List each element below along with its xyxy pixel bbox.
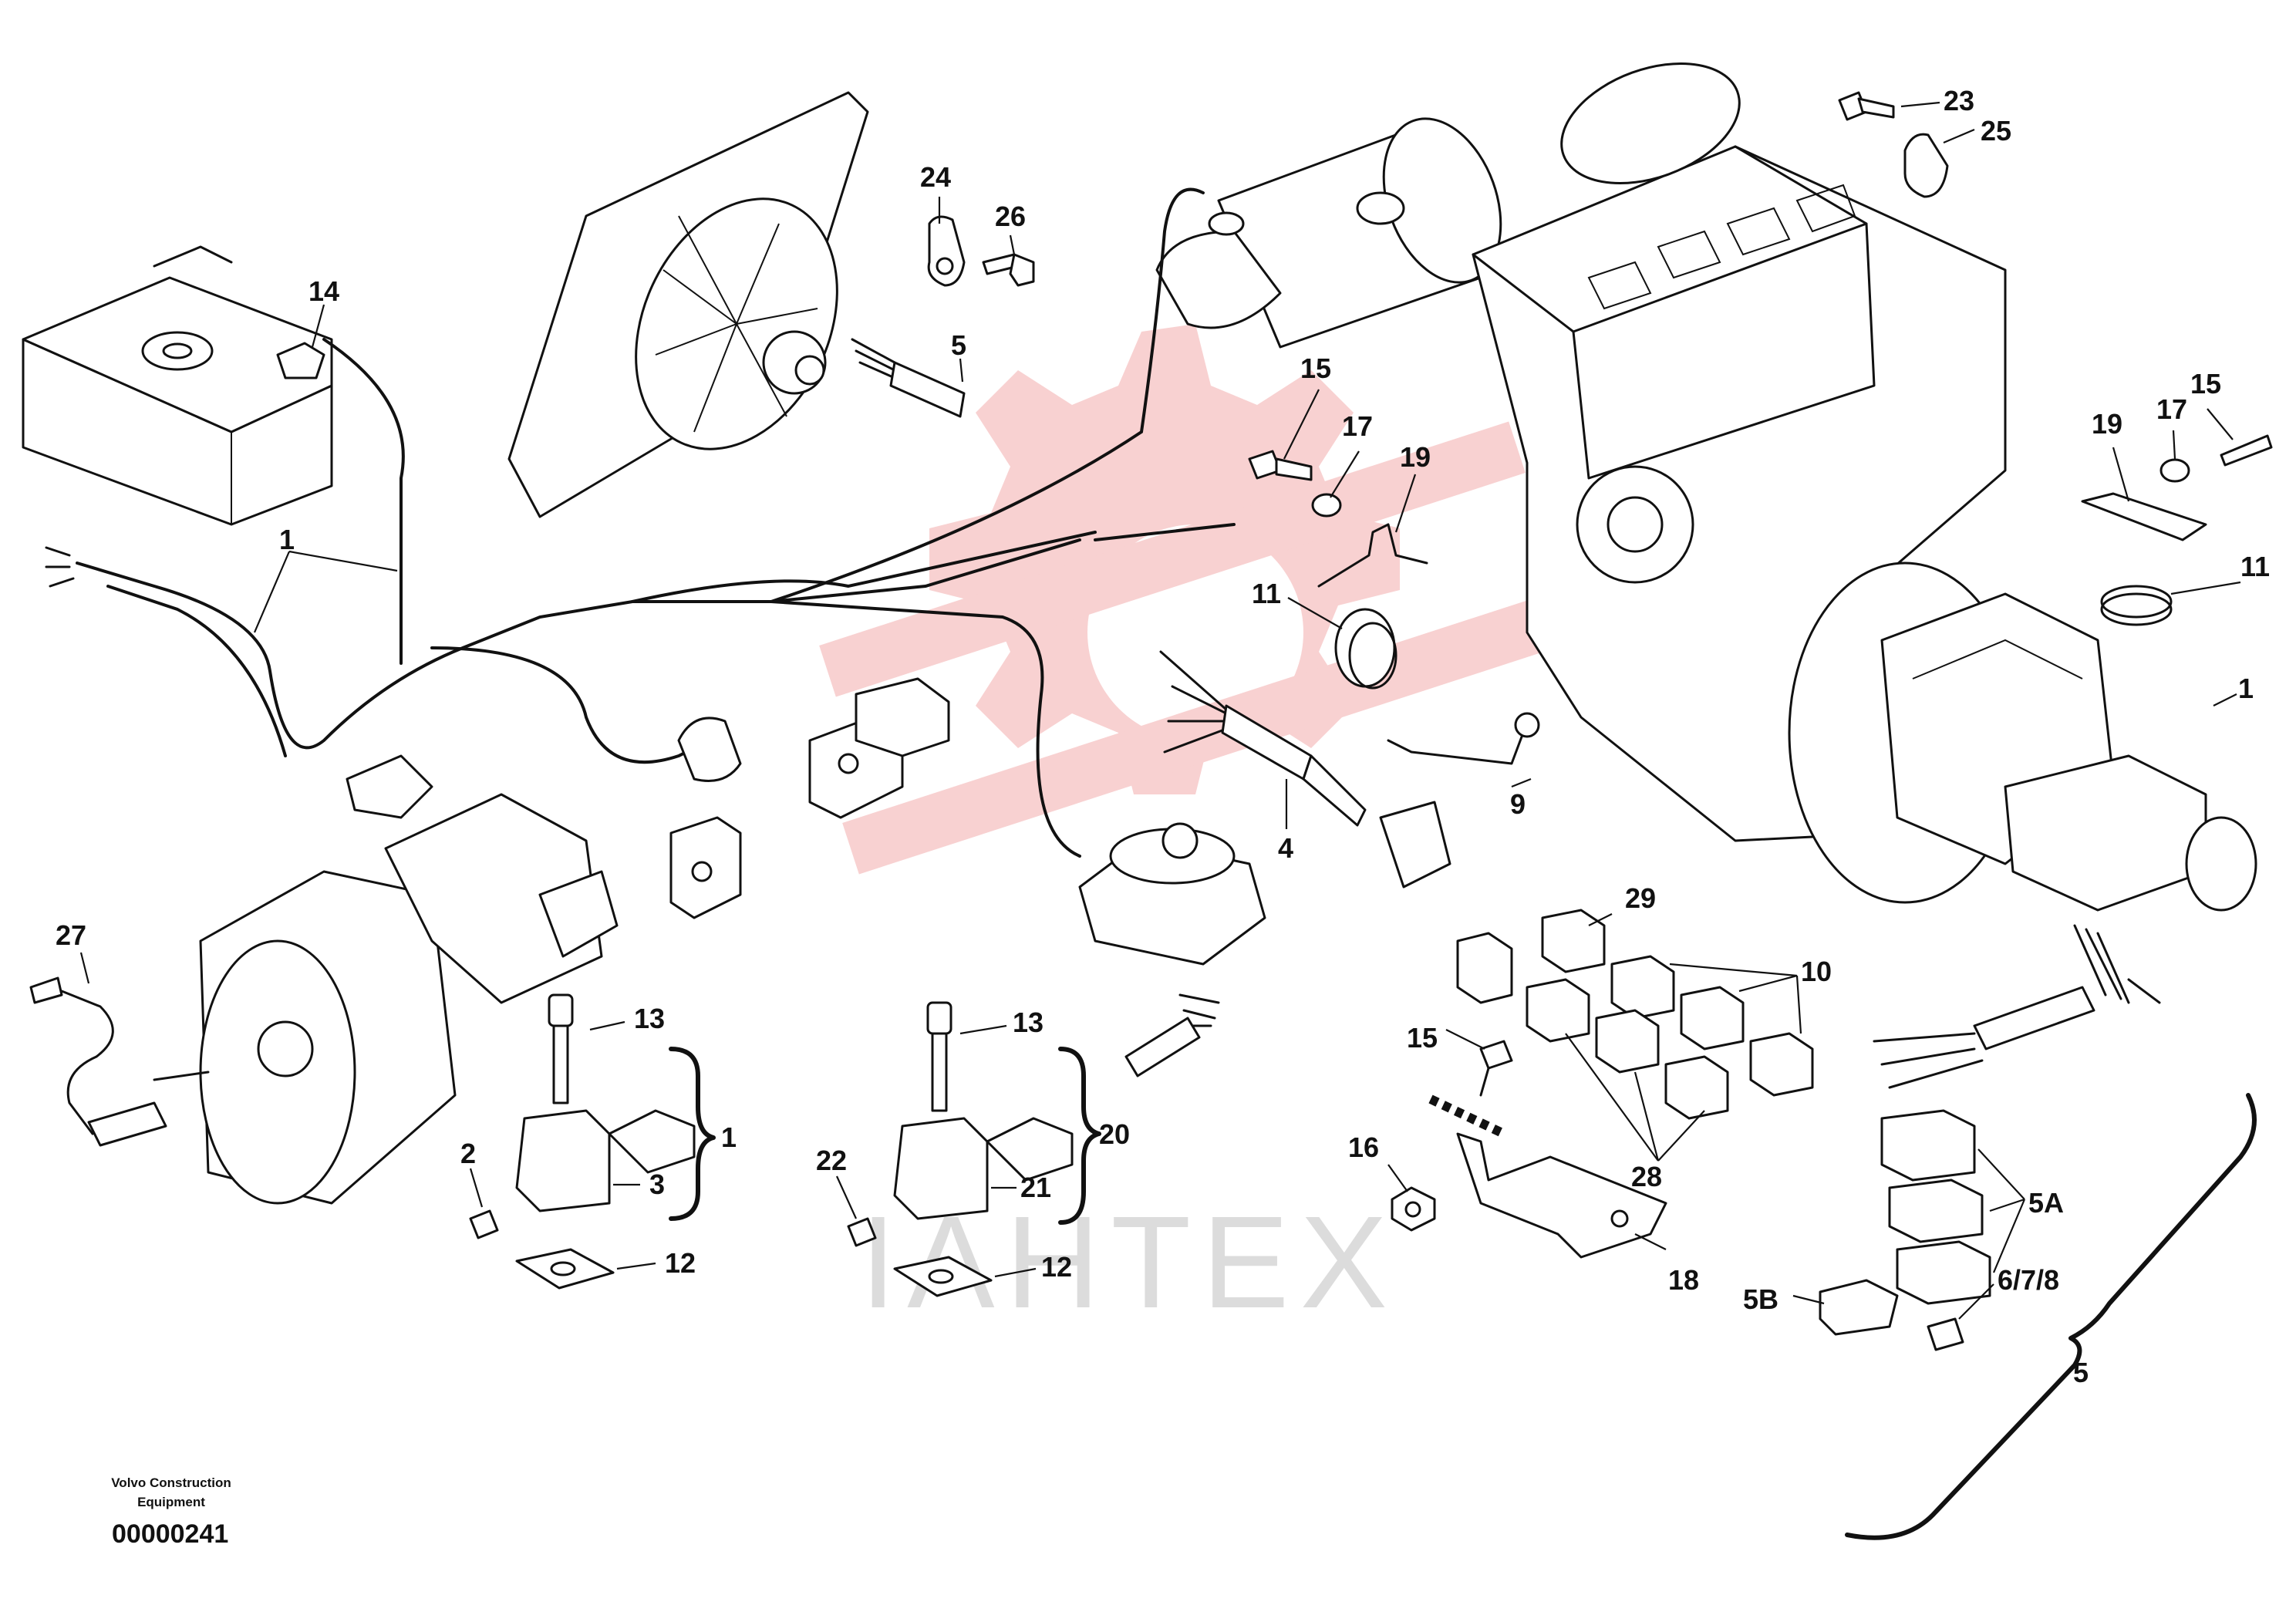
callout-1-right: 1 bbox=[2238, 673, 2254, 704]
brace-20 bbox=[1058, 1047, 1101, 1225]
harness-20 bbox=[1124, 993, 1220, 1077]
hydraulic-pump bbox=[1880, 592, 2257, 912]
callout-4: 4 bbox=[1278, 832, 1293, 864]
harness-4 bbox=[1159, 650, 1451, 889]
pad-12-left bbox=[515, 1248, 615, 1290]
bolt-26 bbox=[982, 253, 1035, 287]
callout-15-right: 15 bbox=[2190, 368, 2221, 400]
bolt-13-left bbox=[548, 993, 574, 1104]
drawing-number: 00000241 bbox=[112, 1519, 228, 1549]
callout-15-center: 15 bbox=[1300, 352, 1331, 384]
clamp-25 bbox=[1903, 133, 1949, 198]
callout-13-center: 13 bbox=[1013, 1007, 1043, 1038]
bolt-23 bbox=[1838, 91, 1895, 121]
callout-labels: 14 1 24 26 5 23 25 15 17 19 11 19 17 15 … bbox=[56, 85, 2270, 1388]
bolt-15-right bbox=[2220, 434, 2273, 467]
callout-2: 2 bbox=[460, 1138, 476, 1169]
harness-5-small bbox=[851, 338, 966, 418]
bolt-15-center bbox=[1248, 450, 1313, 481]
solenoid-coil-21 bbox=[893, 1117, 1074, 1220]
valve-block-a bbox=[808, 677, 950, 819]
callout-14: 14 bbox=[308, 275, 339, 307]
watermark-gear bbox=[819, 324, 1549, 875]
brace-5 bbox=[1845, 1093, 2257, 1540]
main-harness-1 bbox=[45, 187, 1236, 858]
fuse-holder-5b bbox=[1819, 1279, 1899, 1336]
callout-12-left: 12 bbox=[665, 1247, 696, 1279]
pad-12-center bbox=[893, 1256, 993, 1297]
callout-12-center: 12 bbox=[1041, 1251, 1072, 1283]
fuse-678 bbox=[1927, 1317, 1964, 1351]
callout-1-brace: 1 bbox=[721, 1121, 737, 1153]
callout-3: 3 bbox=[649, 1168, 665, 1200]
company-name-line2: Equipment bbox=[137, 1495, 205, 1509]
ground-cable-9 bbox=[1387, 712, 1540, 765]
bolt-15-lower bbox=[1479, 1040, 1513, 1097]
callout-5B: 5B bbox=[1743, 1283, 1778, 1315]
leader-lines bbox=[79, 101, 2241, 1320]
solenoid-connector bbox=[677, 717, 742, 782]
callout-25: 25 bbox=[1981, 115, 2011, 147]
callout-24: 24 bbox=[920, 161, 951, 193]
bracket-18 bbox=[1456, 1132, 1667, 1259]
diode-2 bbox=[469, 1209, 499, 1239]
callout-11-center: 11 bbox=[1252, 578, 1281, 609]
callout-11-right: 11 bbox=[2240, 551, 2270, 582]
sensor-27 bbox=[29, 976, 167, 1147]
callout-13-left: 13 bbox=[634, 1003, 665, 1034]
hydraulic-pump-left bbox=[153, 754, 619, 1205]
callout-27: 27 bbox=[56, 919, 86, 951]
callout-1-top: 1 bbox=[279, 524, 295, 555]
relay-29 bbox=[1456, 909, 1606, 1004]
callout-18: 18 bbox=[1668, 1264, 1699, 1296]
fuse-block-5a bbox=[1880, 1109, 1991, 1305]
callout-28: 28 bbox=[1631, 1161, 1662, 1192]
diode-22 bbox=[847, 1217, 877, 1247]
air-cleaner bbox=[1155, 117, 1502, 349]
relays-28 bbox=[1526, 978, 1729, 1120]
brace-1 bbox=[669, 1047, 716, 1221]
washer-17-center bbox=[1311, 493, 1342, 518]
callout-21: 21 bbox=[1020, 1172, 1051, 1203]
callout-17-right: 17 bbox=[2156, 393, 2187, 425]
callout-19-right: 19 bbox=[2092, 408, 2122, 440]
callout-20: 20 bbox=[1099, 1118, 1130, 1150]
callout-19-center: 19 bbox=[1400, 441, 1431, 473]
callout-9: 9 bbox=[1510, 788, 1526, 820]
callout-23: 23 bbox=[1944, 85, 1974, 116]
dashed-guide bbox=[1428, 1094, 1506, 1138]
callout-16: 16 bbox=[1348, 1131, 1379, 1163]
relays-10 bbox=[1610, 955, 1814, 1097]
rotary-switch bbox=[1078, 822, 1266, 966]
valve-block-b bbox=[669, 816, 742, 919]
washer-17-right bbox=[2159, 458, 2190, 483]
company-name-line1: Volvo Construction bbox=[111, 1475, 231, 1490]
engine bbox=[1472, 62, 2257, 912]
clamp-24 bbox=[927, 215, 966, 287]
bracket-19-right bbox=[2081, 492, 2207, 541]
tank bbox=[22, 245, 333, 526]
callout-17-center: 17 bbox=[1342, 410, 1373, 442]
callout-22: 22 bbox=[816, 1145, 847, 1176]
bolt-13-center bbox=[926, 1001, 952, 1112]
nut-16 bbox=[1391, 1186, 1436, 1232]
callout-10: 10 bbox=[1801, 956, 1832, 987]
callout-29: 29 bbox=[1625, 882, 1656, 914]
callout-5-brace: 5 bbox=[2073, 1357, 2089, 1388]
callout-6-7-8: 6/7/8 bbox=[1998, 1264, 2059, 1296]
callout-15-lower: 15 bbox=[1407, 1022, 1438, 1054]
hose-clamp-11-center bbox=[1334, 608, 1397, 690]
callout-26: 26 bbox=[995, 201, 1026, 232]
connector-14 bbox=[276, 342, 325, 379]
callout-5-top: 5 bbox=[951, 329, 966, 361]
fan-radiator bbox=[507, 91, 869, 518]
footer: Volvo Construction Equipment 00000241 bbox=[111, 1475, 231, 1549]
hose-clamp-11-right bbox=[2100, 585, 2173, 626]
bracket-19-center bbox=[1317, 523, 1428, 588]
callout-5A: 5A bbox=[2028, 1187, 2064, 1219]
harness-lower-right bbox=[1873, 924, 2161, 1089]
solenoid-coil-3 bbox=[515, 1109, 696, 1212]
